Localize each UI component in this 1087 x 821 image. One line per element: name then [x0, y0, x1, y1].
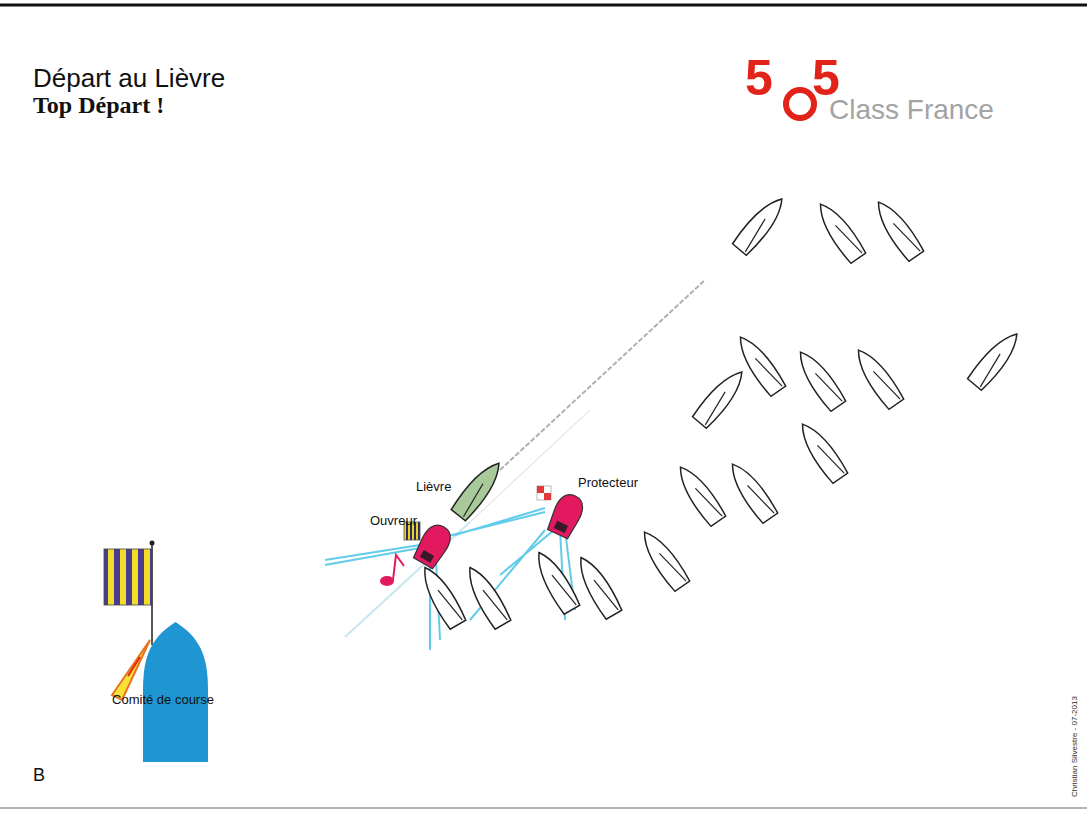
- dinghy: [850, 344, 905, 410]
- dinghy: [794, 418, 849, 484]
- flag-pole: [150, 541, 155, 546]
- dinghy: [870, 196, 925, 262]
- dinghy: [692, 365, 750, 429]
- author-watermark: Christian Silvestre - 07-2013: [1070, 687, 1079, 807]
- boat-label: Lièvre: [416, 480, 451, 495]
- slide-letter: B: [33, 765, 45, 786]
- committee-flag: [104, 549, 152, 605]
- committee-pennant: [128, 657, 140, 676]
- boat-label: Protecteur: [578, 476, 638, 491]
- dinghy: [572, 552, 623, 619]
- dinghy-fleet: [416, 192, 1025, 630]
- boat-label: Ouvreur: [370, 514, 417, 529]
- dinghy: [724, 458, 779, 524]
- hare-boat: [450, 457, 507, 522]
- title: Départ au Lièvre: [33, 64, 225, 94]
- dinghy: [967, 327, 1025, 391]
- dinghy: [461, 562, 512, 629]
- hare-wake: [500, 280, 705, 470]
- frame-bottom: [0, 807, 1087, 809]
- dinghy: [732, 331, 787, 397]
- dinghy: [530, 547, 581, 614]
- logo-ring: [786, 90, 814, 118]
- dinghy: [416, 562, 467, 629]
- logo-text: Class France: [829, 94, 994, 126]
- node-label: Comité de course: [93, 692, 233, 707]
- protector-boat: [546, 490, 588, 539]
- dinghy: [792, 346, 847, 412]
- dinghy: [812, 198, 867, 264]
- sound-signal: [380, 555, 404, 586]
- dinghy: [732, 192, 790, 256]
- committee-boat: Comité de course: [93, 622, 233, 762]
- dinghy: [636, 526, 691, 592]
- logo-digit: 5: [745, 50, 773, 108]
- frame-top: [0, 4, 1087, 7]
- start-line: [345, 522, 470, 637]
- dinghy: [672, 461, 727, 527]
- subtitle: Top Départ !: [33, 92, 164, 120]
- protector-flag: [537, 486, 551, 500]
- wake-lines: [325, 508, 575, 650]
